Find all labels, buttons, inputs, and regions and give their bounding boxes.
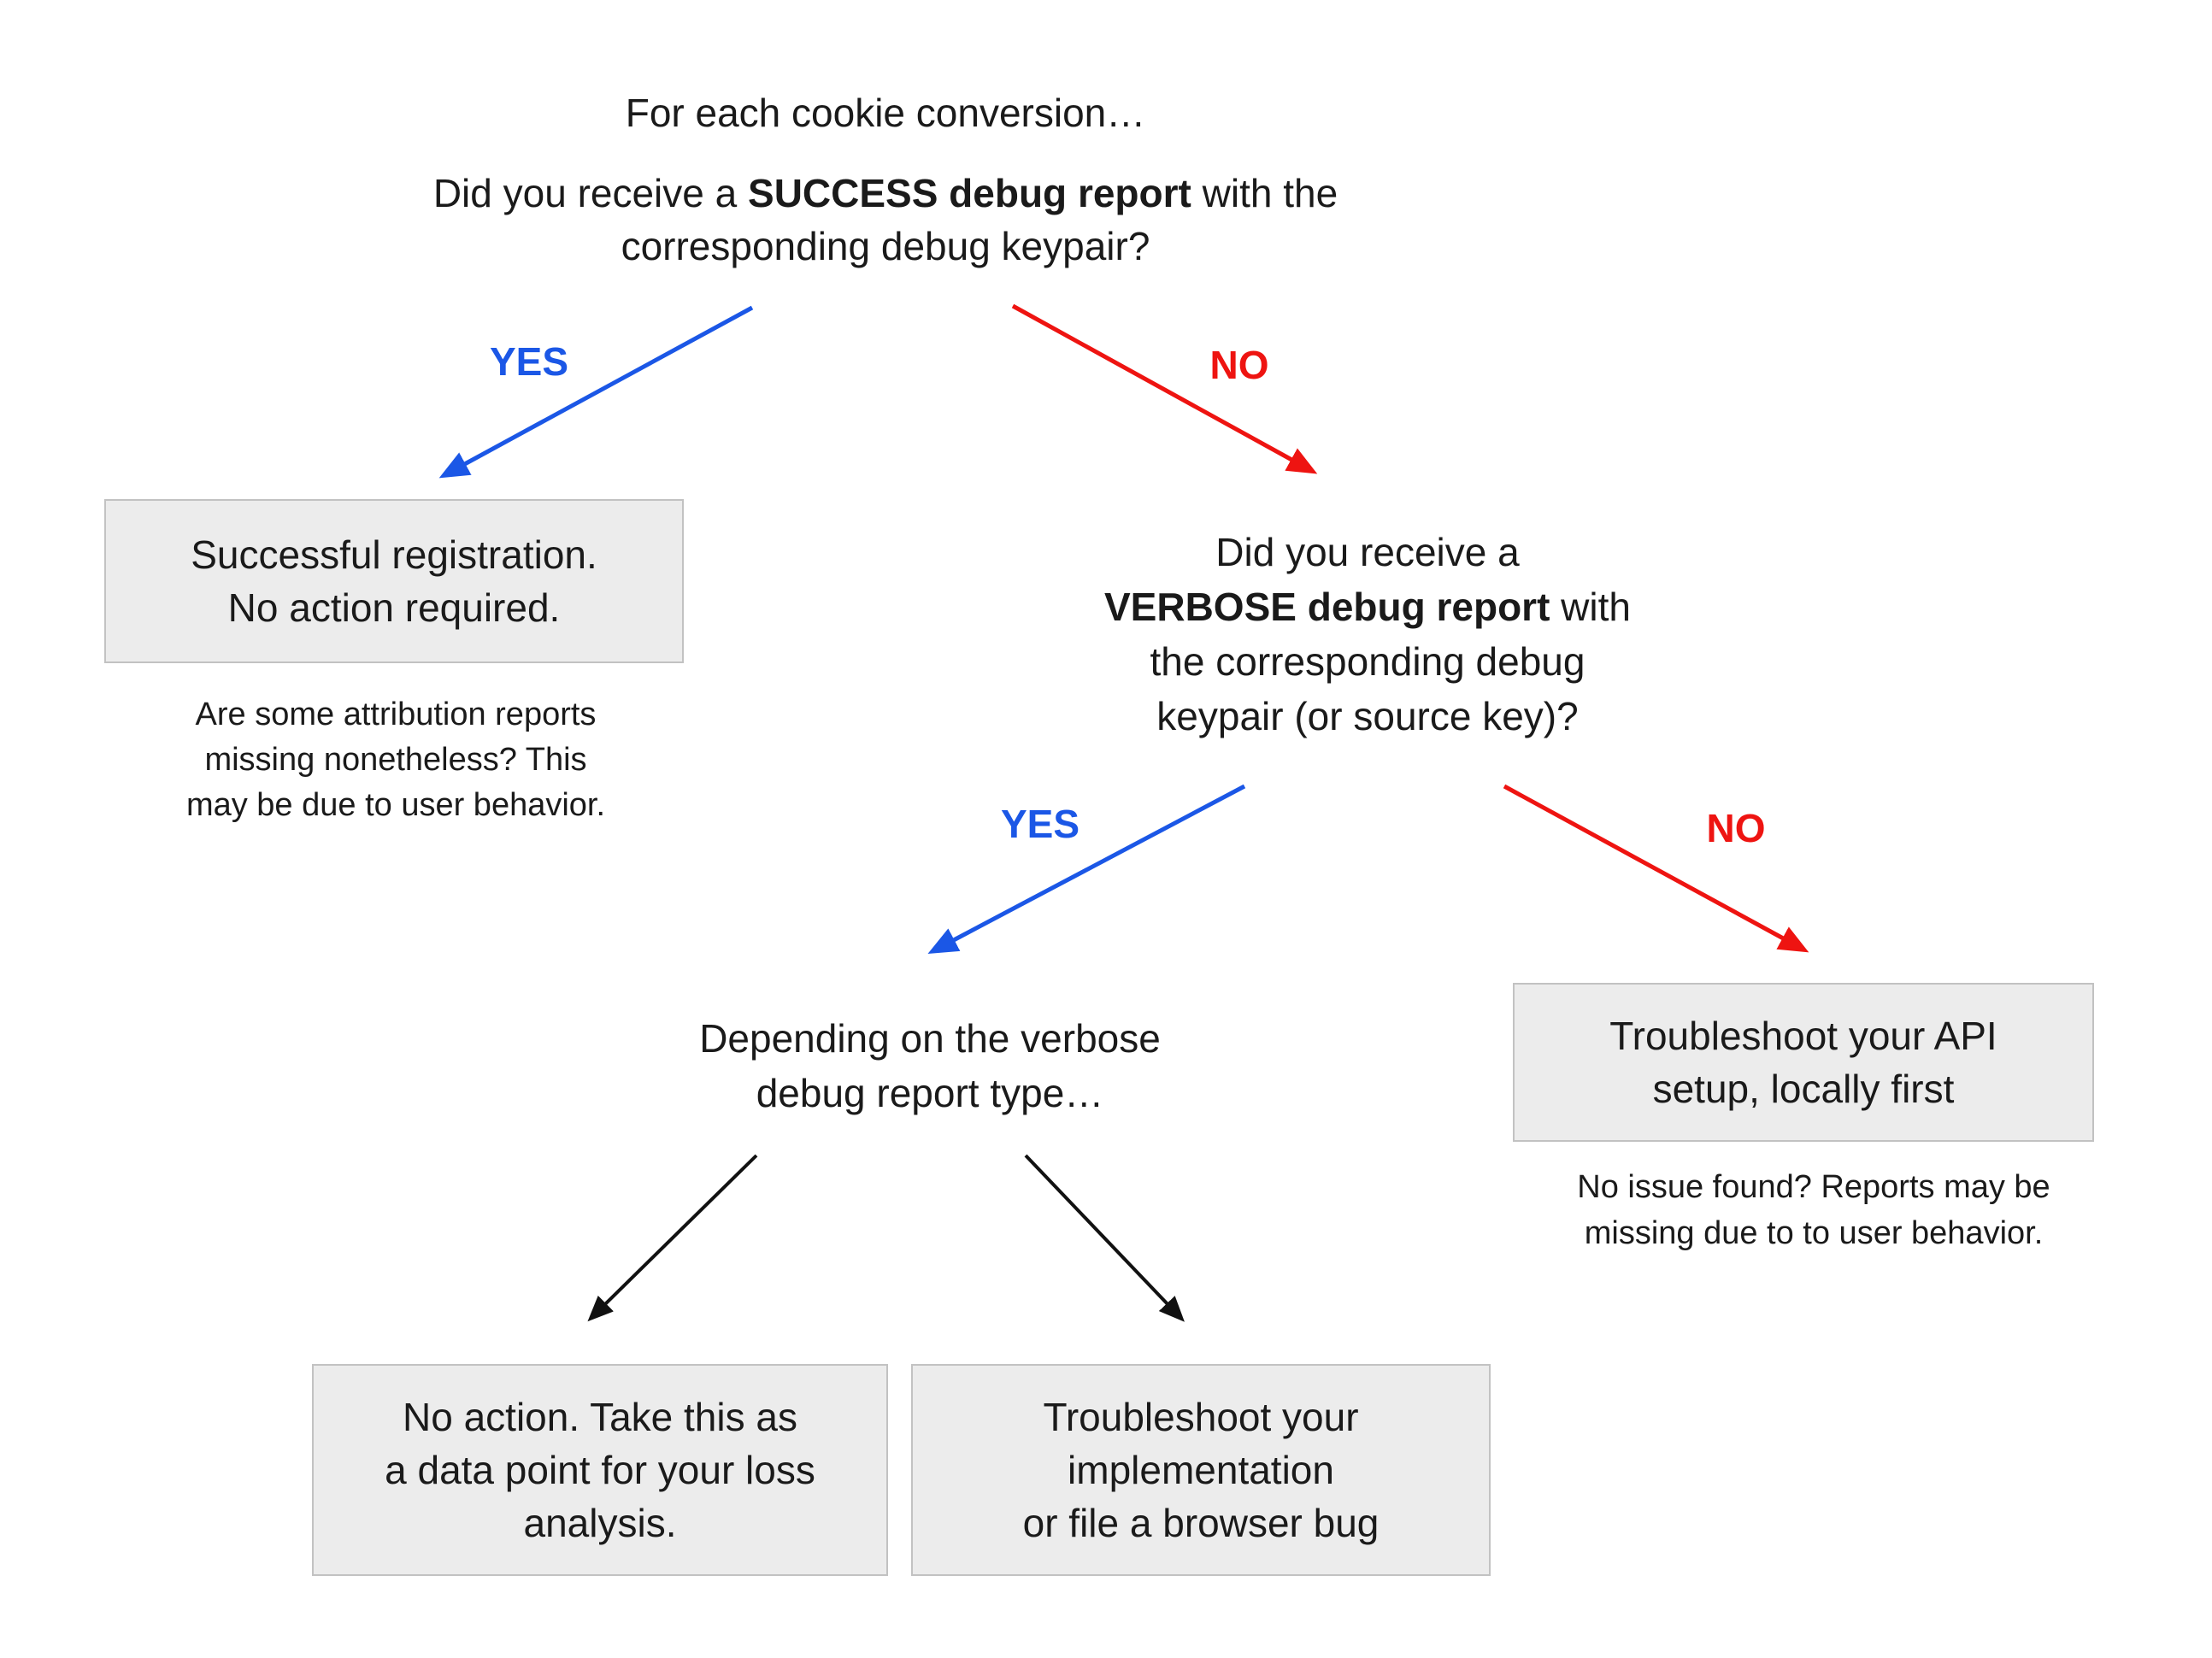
success-box-line-1: Successful registration. — [191, 532, 597, 577]
verbose-question-line-4: keypair (or source key)? — [1156, 694, 1579, 738]
depending-line-1: Depending on the verbose — [699, 1016, 1161, 1061]
yes-arrow-1 — [438, 305, 754, 479]
intro-text: For each cookie conversion… — [625, 91, 1146, 135]
api-note: No issue found? Reports may be missing d… — [1472, 1164, 2156, 1256]
verbose-question-line-3: the corresponding debug — [1150, 639, 1585, 684]
no-label-1: NO — [1209, 343, 1269, 387]
success-note-line-1: Are some attribution reports — [195, 697, 597, 732]
depending-text: Depending on the verbose debug report ty… — [588, 1011, 1272, 1120]
no-label-2: NO — [1706, 806, 1766, 850]
success-note-line-3: may be due to user behavior. — [185, 787, 606, 823]
verbose-left-arrow — [587, 1154, 758, 1322]
implementation-line-2: implementation — [1068, 1448, 1334, 1492]
verbose-question: Did you receive a VERBOSE debug report w… — [983, 525, 1752, 744]
api-box-line-2: setup, locally first — [1652, 1067, 1955, 1111]
root-question: Did you receive a SUCCESS debug report w… — [287, 167, 1484, 273]
success-registration-box: Successful registration. No action requi… — [104, 499, 684, 663]
implementation-line-3: or file a browser bug — [1022, 1501, 1380, 1545]
no-arrow-1 — [1011, 303, 1318, 474]
yes-label-2: YES — [1000, 802, 1080, 846]
no-action-line-3: analysis. — [523, 1501, 677, 1545]
verbose-question-line-2: VERBOSE debug report with — [983, 579, 1752, 634]
yes-label-1: YES — [489, 339, 569, 384]
no-action-box: No action. Take this as a data point for… — [312, 1364, 888, 1576]
no-action-line-2: a data point for your loss — [385, 1448, 815, 1492]
root-question-line-1: Did you receive a SUCCESS debug report w… — [287, 167, 1484, 220]
no-arrow-2 — [1503, 784, 1809, 953]
yes-arrow-2 — [927, 784, 1246, 955]
root-question-suffix: with the — [1191, 171, 1338, 215]
implementation-box: Troubleshoot your implementation or file… — [911, 1364, 1491, 1576]
root-question-line-2: corresponding debug keypair? — [621, 224, 1150, 268]
api-box-line-1: Troubleshoot your API — [1609, 1014, 1997, 1058]
root-question-prefix: Did you receive a — [432, 171, 749, 215]
implementation-line-1: Troubleshoot your — [1043, 1395, 1359, 1439]
depending-line-2: debug report type… — [756, 1071, 1104, 1115]
api-note-line-2: missing due to to user behavior. — [1584, 1215, 2044, 1251]
verbose-question-bold: VERBOSE debug report — [1104, 585, 1550, 629]
success-note: Are some attribution reports missing non… — [97, 692, 695, 828]
verbose-question-line-1: Did you receive a — [1215, 530, 1520, 574]
api-note-line-1: No issue found? Reports may be — [1577, 1169, 2050, 1205]
success-box-line-2: No action required. — [227, 585, 561, 630]
verbose-question-line-2-suffix: with — [1550, 585, 1631, 629]
root-question-bold: SUCCESS debug report — [748, 171, 1191, 215]
verbose-right-arrow — [1024, 1154, 1185, 1322]
success-note-line-2: missing nonetheless? This — [204, 742, 587, 778]
api-troubleshoot-box: Troubleshoot your API setup, locally fir… — [1513, 983, 2094, 1142]
no-action-line-1: No action. Take this as — [403, 1395, 797, 1439]
